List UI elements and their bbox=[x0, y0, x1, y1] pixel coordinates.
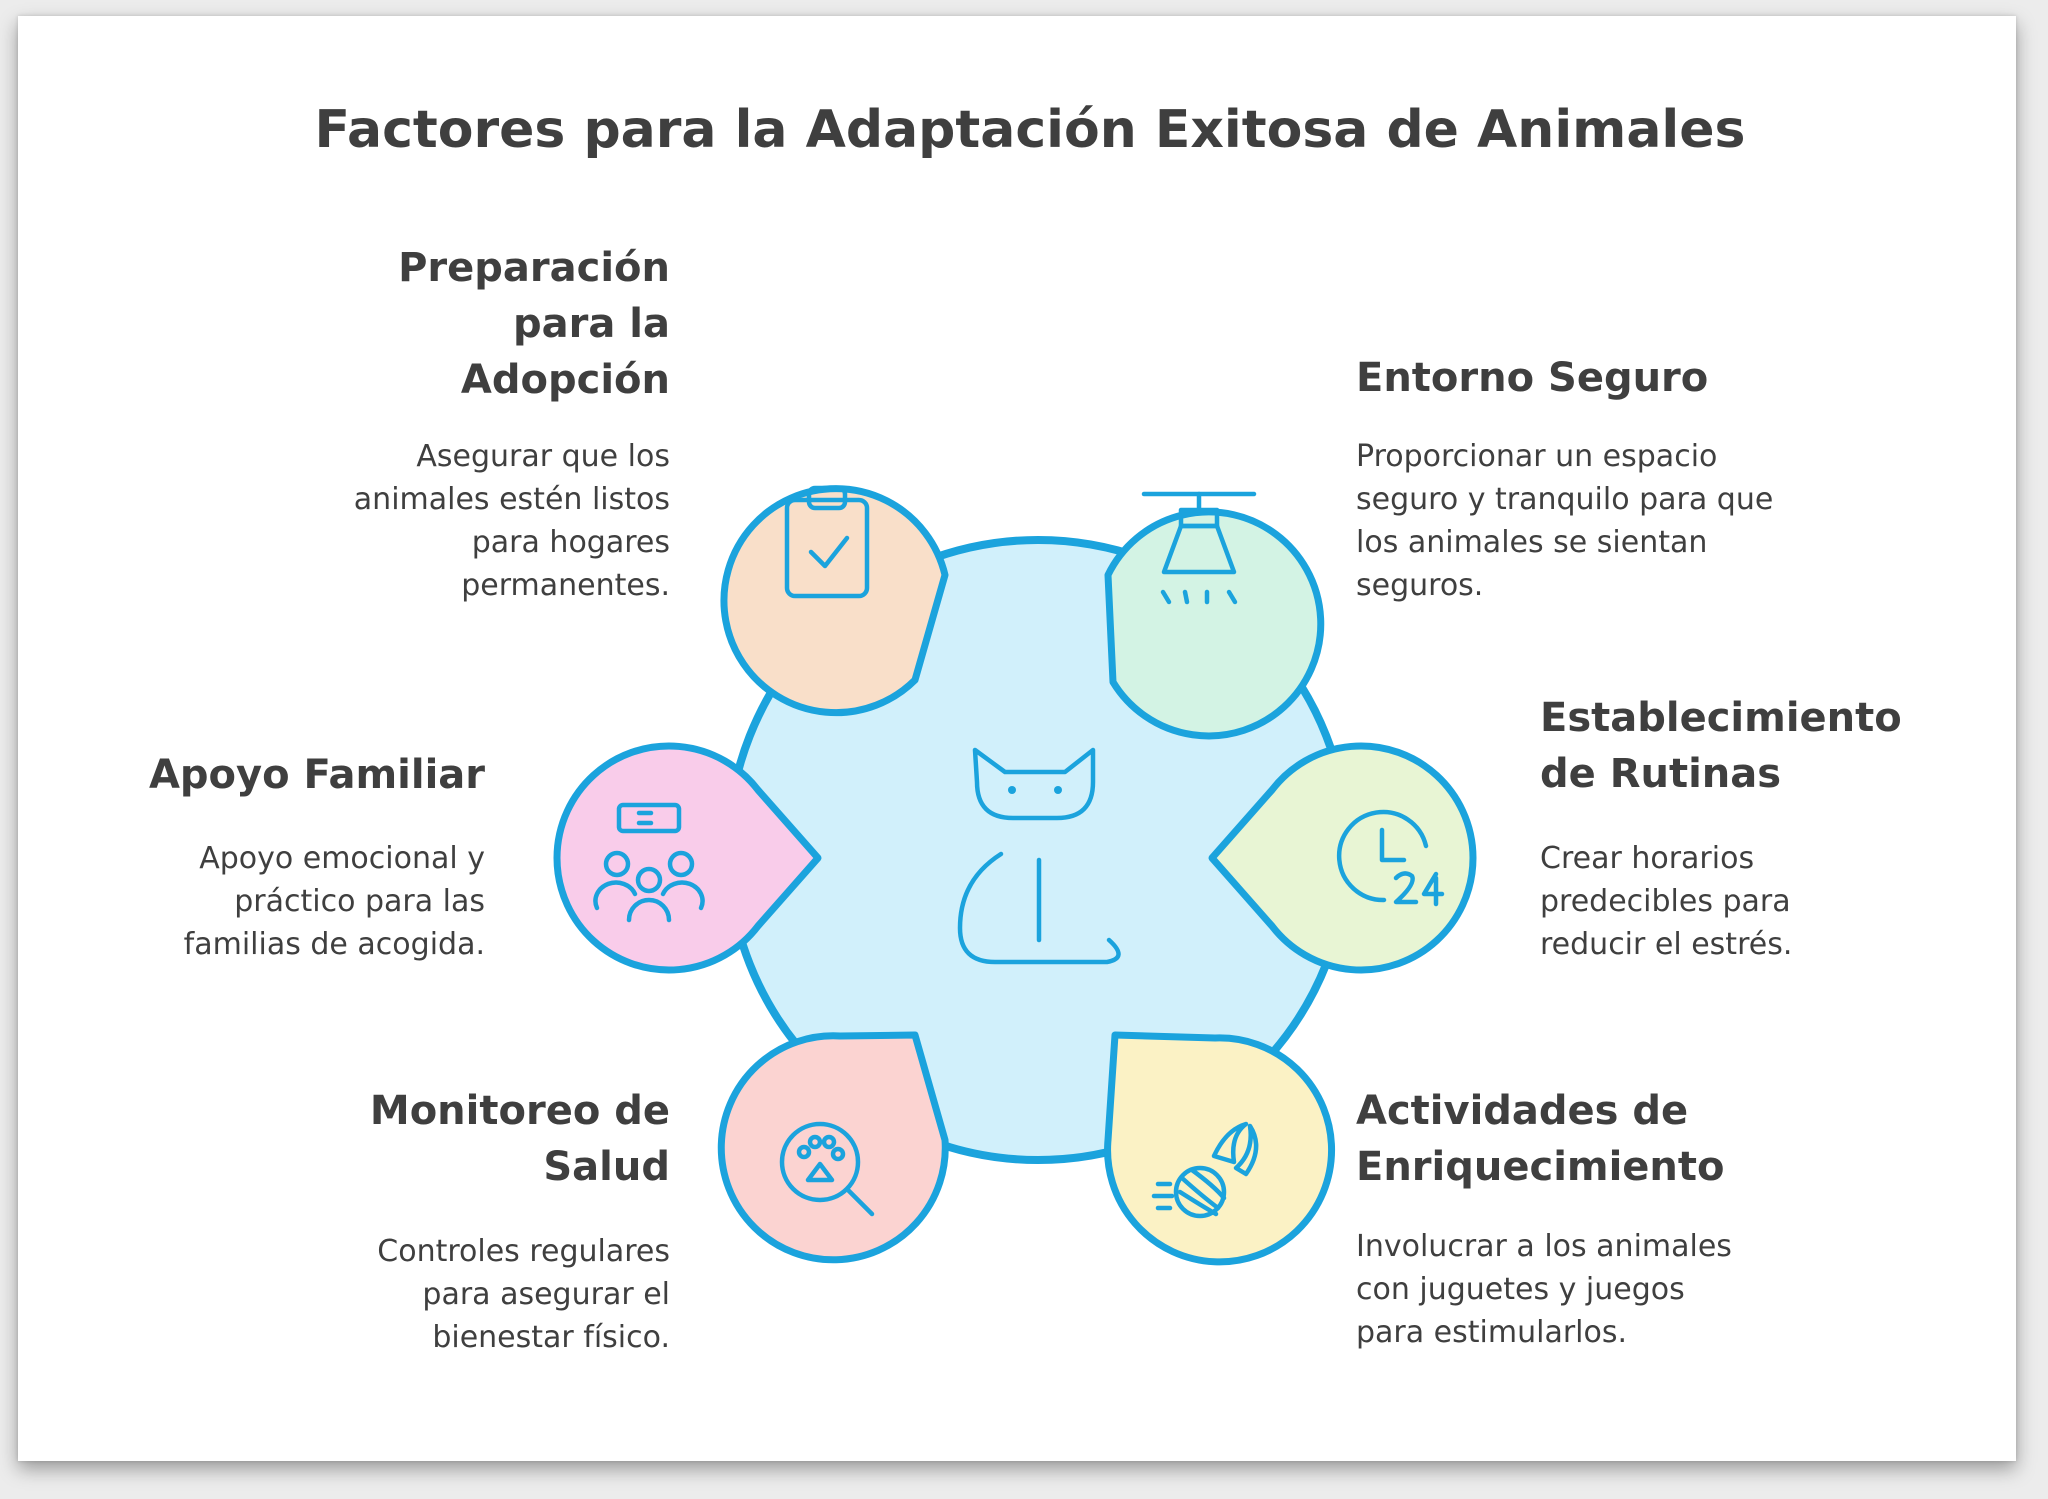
description-routine: Crear horarios predecibles para reducir … bbox=[1540, 841, 1793, 962]
family-group-icon bbox=[593, 802, 705, 923]
paw-magnifier-icon bbox=[779, 1121, 875, 1217]
clock-24-icon bbox=[1336, 809, 1445, 907]
description-environment: Proporcionar un espacio seguro y tranqui… bbox=[1356, 439, 1774, 603]
heading-preparation: Preparación para la Adopción bbox=[398, 245, 670, 403]
heading-environment: Entorno Seguro bbox=[1356, 355, 1709, 401]
cat-icon bbox=[957, 747, 1121, 965]
petal-routine bbox=[1208, 742, 1477, 974]
description-health: Controles regulares para asegurar el bie… bbox=[377, 1234, 670, 1355]
petal-environment bbox=[1104, 508, 1325, 740]
heading-health: Monitoreo de Salud bbox=[369, 1088, 670, 1190]
description-family: Apoyo emocional y práctico para las fami… bbox=[183, 841, 485, 962]
diagram-title: Factores para la Adaptación Exitosa de A… bbox=[314, 100, 1746, 160]
heading-family: Apoyo Familiar bbox=[148, 752, 485, 798]
lamp-icon bbox=[1141, 491, 1257, 605]
description-enrichment: Involucrar a los animales con juguetes y… bbox=[1356, 1229, 1732, 1350]
heading-routine: Establecimiento de Rutinas bbox=[1540, 695, 1902, 797]
clipboard-check-icon bbox=[784, 485, 870, 599]
heading-enrichment: Actividades de Enriquecimiento bbox=[1356, 1088, 1725, 1190]
description-preparation: Asegurar que los animales estén listos p… bbox=[353, 439, 670, 603]
petal-preparation bbox=[720, 485, 949, 717]
yarn-ball-icon bbox=[1151, 1121, 1259, 1219]
